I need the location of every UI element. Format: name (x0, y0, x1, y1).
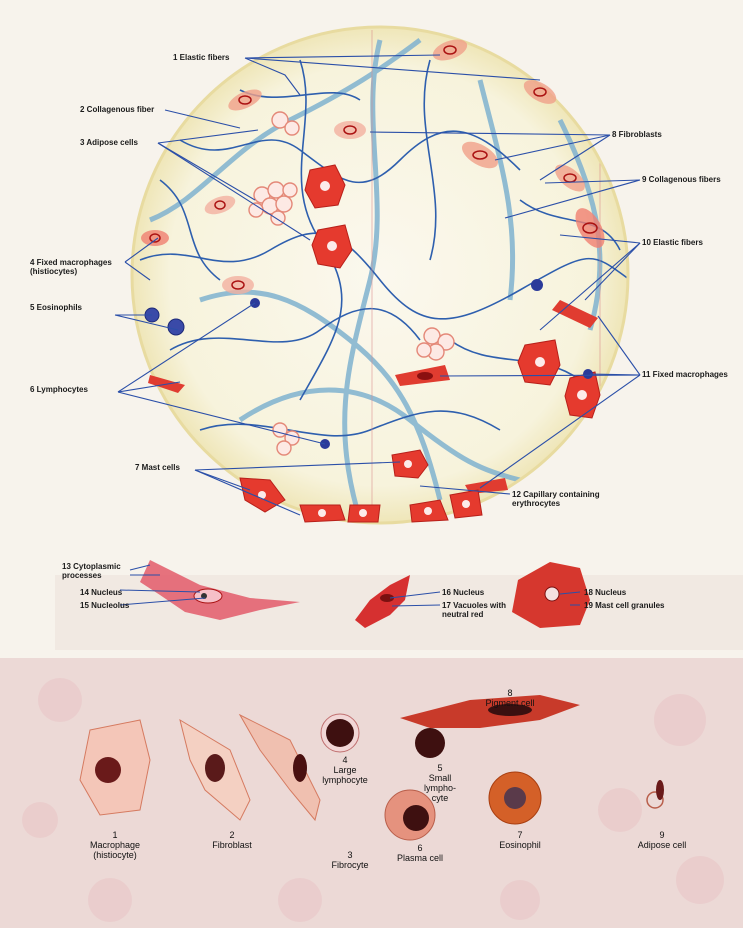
macrophage-histiocyte (80, 720, 150, 815)
label-adipose-cell: 9 Adipose cell (638, 830, 687, 850)
fibroblast (180, 720, 250, 820)
label-mast-cell-granules-19: 19 Mast cell granules (584, 601, 664, 610)
label-fibrocyte: 3 Fibrocyte (331, 850, 368, 870)
large-lymphocyte (321, 714, 359, 752)
fibrocyte (240, 715, 320, 820)
label-macrophage: 1 Macrophage (histiocyte) (90, 830, 140, 860)
label-cytoplasmic-processes-13: 13 Cytoplasmic processes (62, 562, 121, 580)
label-mast-cells-7: 7 Mast cells (135, 463, 180, 472)
label-fixed-macrophages-4: 4 Fixed macrophages (histiocytes) (30, 258, 112, 276)
label-eosinophils-5: 5 Eosinophils (30, 303, 82, 312)
label-pigment-cell: 8 Pigment cell (485, 688, 534, 708)
eosinophil (489, 772, 541, 824)
label-nucleolus-15: 15 Nucleolus (80, 601, 129, 610)
label-vacuoles-17: 17 Vacuoles with neutral red (442, 601, 506, 619)
label-nucleus-14: 14 Nucleus (80, 588, 122, 597)
label-nucleus-16: 16 Nucleus (442, 588, 484, 597)
adipose-cell (647, 780, 664, 808)
label-capillary-12: 12 Capillary containing erythrocytes (512, 490, 600, 508)
label-collagenous-fibers-9: 9 Collagenous fibers (642, 175, 721, 184)
small-lymphocyte (415, 728, 445, 758)
label-adipose-cells-3: 3 Adipose cells (80, 138, 138, 147)
label-large-lymphocyte: 4 Large lymphocyte (322, 755, 368, 785)
label-small-lymphocyte: 5 Small lympho- cyte (424, 763, 456, 803)
label-elastic-fibers-10: 10 Elastic fibers (642, 238, 703, 247)
label-eosinophil: 7 Eosinophil (499, 830, 541, 850)
label-plasma-cell: 6 Plasma cell (397, 843, 443, 863)
label-elastic-fibers-1: 1 Elastic fibers (173, 53, 229, 62)
label-fibroblasts-8: 8 Fibroblasts (612, 130, 662, 139)
label-lymphocytes-6: 6 Lymphocytes (30, 385, 88, 394)
label-nucleus-18: 18 Nucleus (584, 588, 626, 597)
label-fixed-macrophages-11: 11 Fixed macrophages (642, 370, 728, 379)
label-fibroblast: 2 Fibroblast (212, 830, 252, 850)
label-collagenous-fiber-2: 2 Collagenous fiber (80, 105, 154, 114)
